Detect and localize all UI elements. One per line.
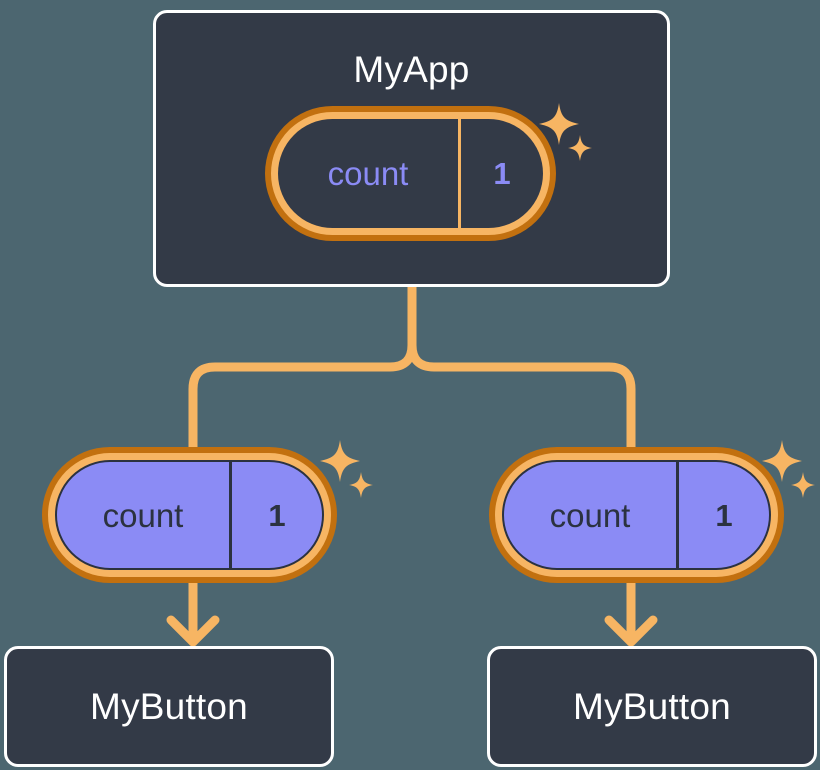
context-pill-body: count 1: [278, 119, 543, 228]
connector-tree-path-right: [407, 282, 636, 475]
connector-tree-path: [188, 282, 417, 475]
context-pill-ring: count 1: [48, 453, 331, 577]
context-pill-body: count 1: [502, 460, 771, 570]
context-pill-body: count 1: [55, 460, 324, 570]
context-value-label: 1: [458, 119, 543, 228]
context-value-label: 1: [676, 462, 769, 568]
button-card-label: MyButton: [573, 686, 731, 727]
context-key-label: count: [549, 496, 631, 534]
context-pill-provider[interactable]: count 1: [265, 106, 556, 241]
context-pill-consumer-right[interactable]: count 1: [489, 447, 784, 583]
arrow-down-icon-left: [166, 573, 220, 647]
page-title: MyApp: [353, 49, 470, 90]
sparkle-small-icon: [349, 472, 373, 498]
context-key-label: count: [102, 496, 184, 534]
context-pill-consumer-left[interactable]: count 1: [42, 447, 337, 583]
sparkle-small-icon: [791, 472, 815, 498]
button-card-right[interactable]: MyButton: [487, 646, 817, 767]
context-value-label: 1: [229, 462, 322, 568]
context-pill-ring: count 1: [271, 112, 550, 235]
context-pill-ring: count 1: [495, 453, 778, 577]
context-key-label: count: [327, 155, 409, 192]
arrow-down-icon-right: [604, 573, 658, 647]
sparkle-large-icon: [320, 440, 360, 482]
button-card-left[interactable]: MyButton: [4, 646, 334, 767]
button-card-label: MyButton: [90, 686, 248, 727]
